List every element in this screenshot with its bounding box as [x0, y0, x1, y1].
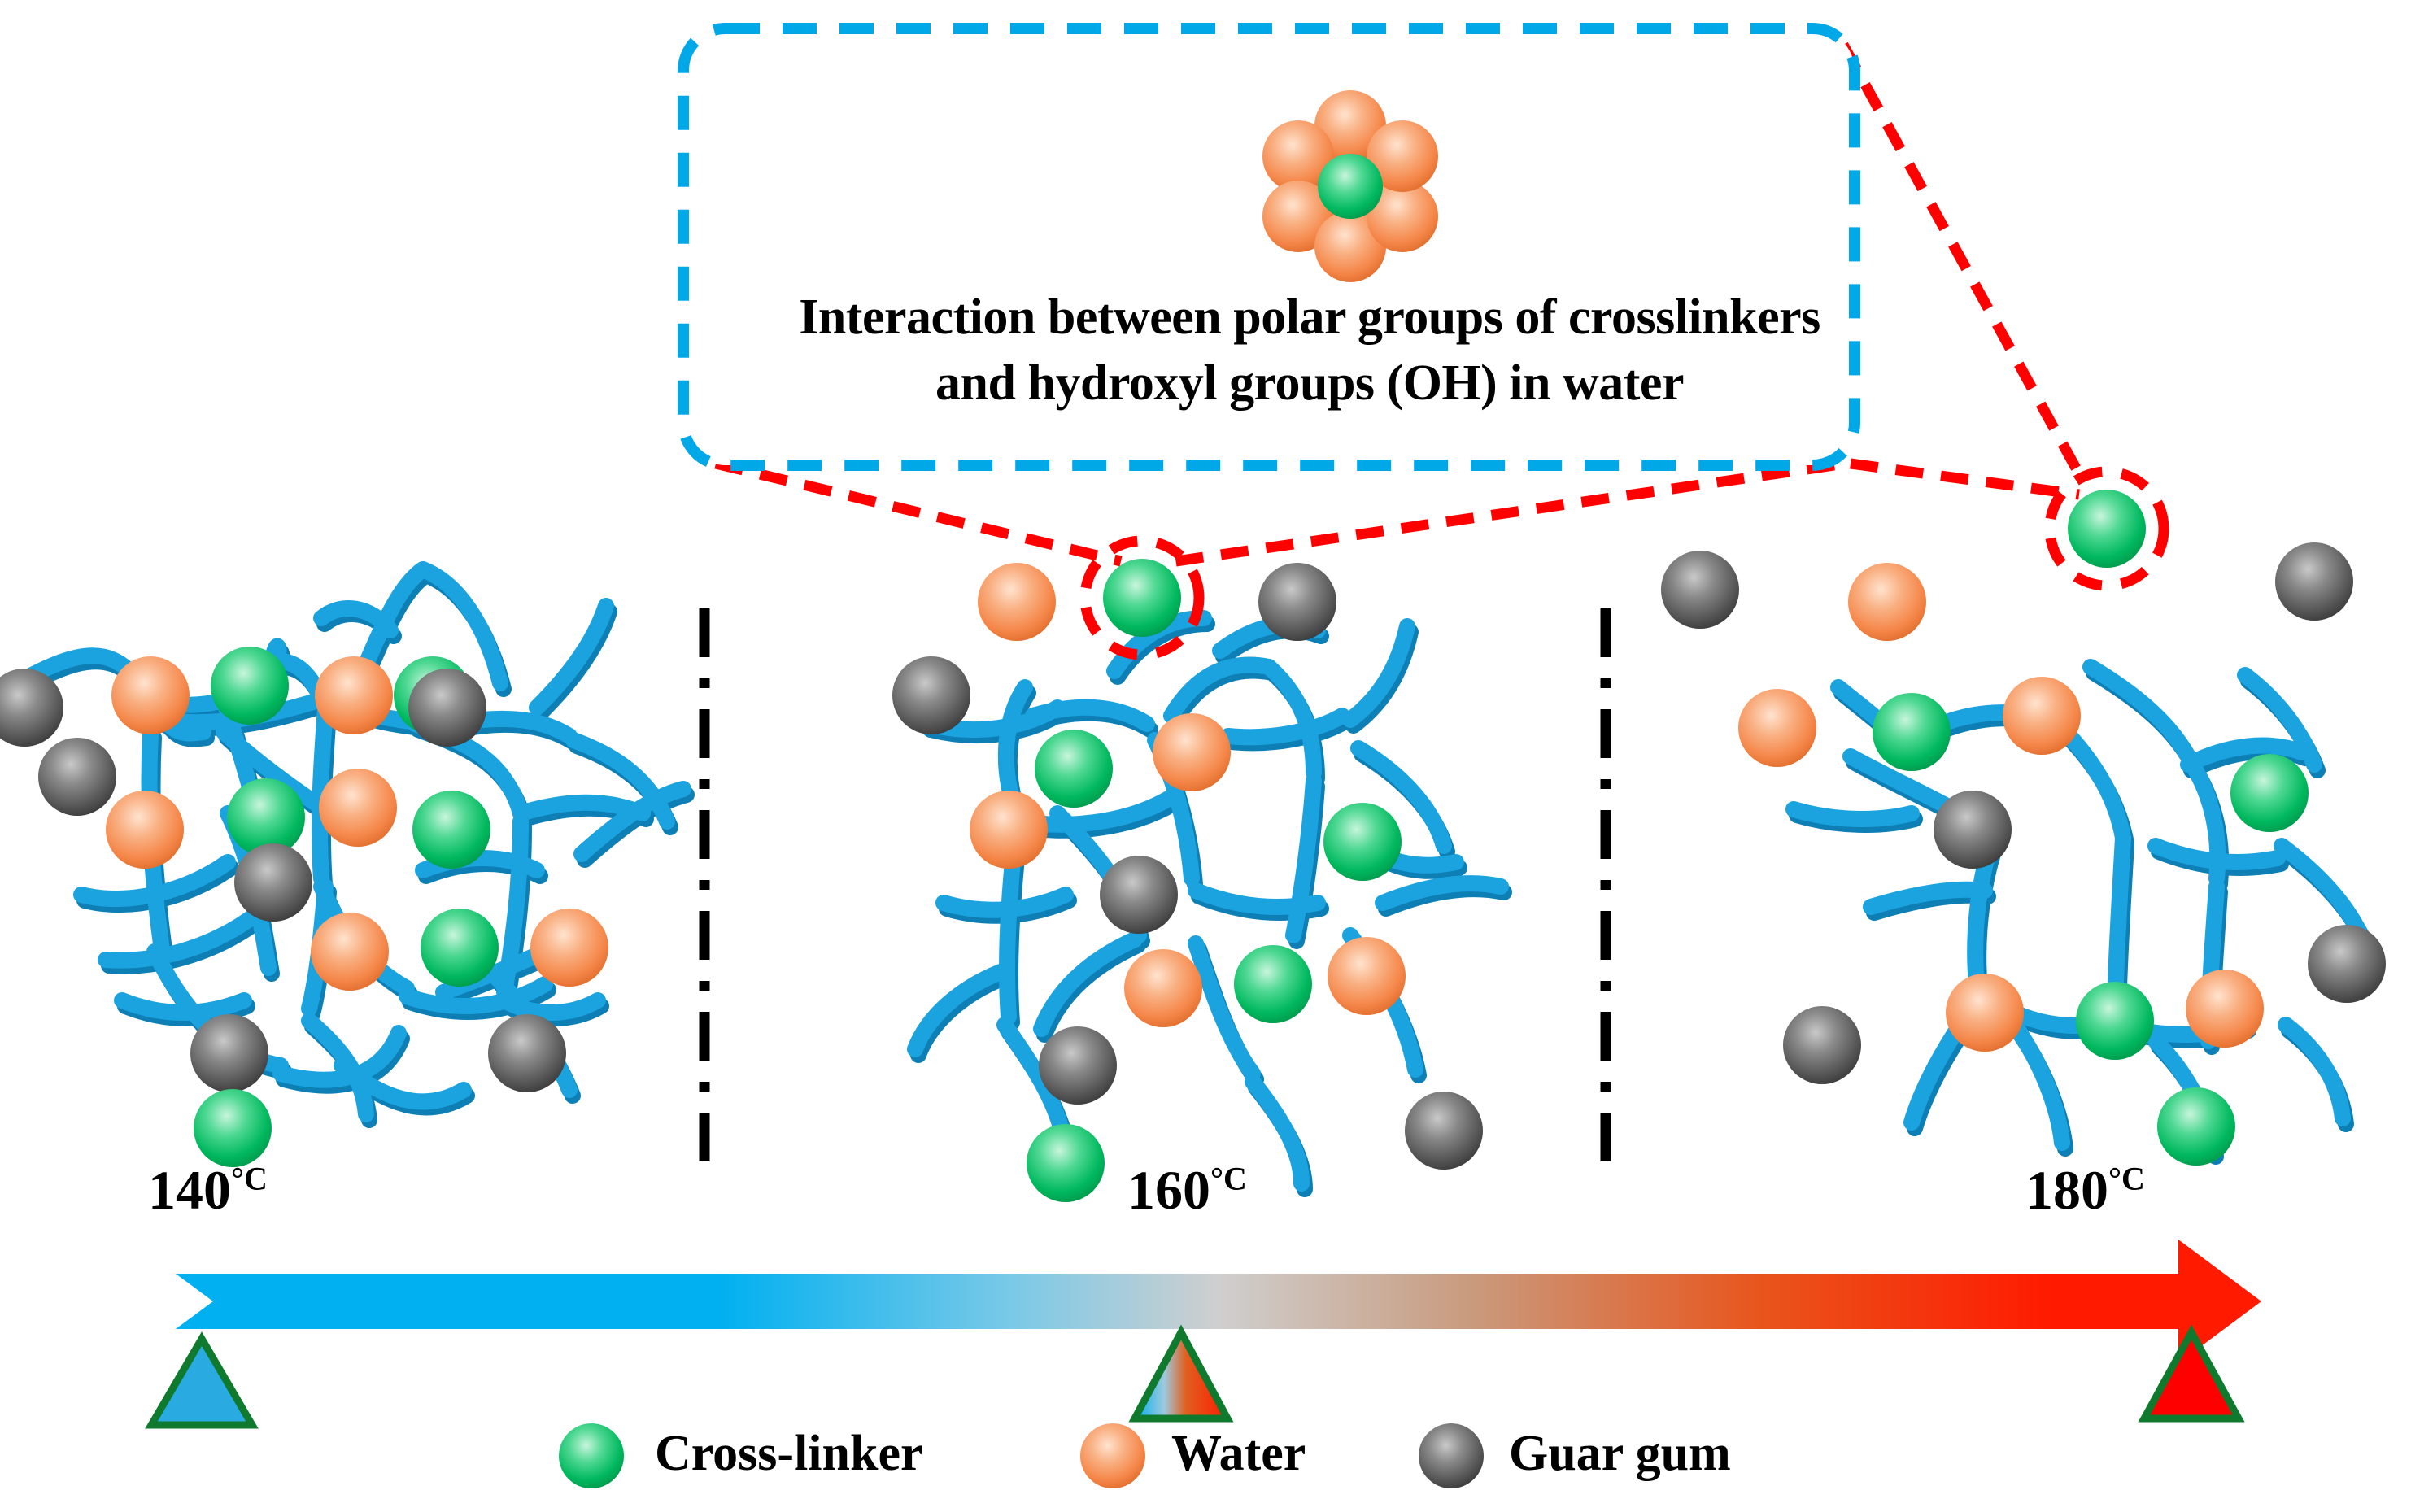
legend-swatches — [559, 1423, 1484, 1488]
legend-swatch-cross-linker — [559, 1423, 624, 1488]
water-particle — [319, 769, 397, 847]
guargum-particle — [1783, 1006, 1861, 1084]
crosslinker-particle — [1318, 154, 1383, 219]
marker-160 — [1128, 1324, 1234, 1423]
crosslinker-particle — [227, 778, 305, 856]
guargum-particle — [1405, 1092, 1483, 1170]
guargum-particle — [1661, 551, 1739, 629]
water-particle — [1124, 949, 1202, 1027]
water-particle — [2186, 970, 2264, 1048]
crosslinker-particle — [194, 1089, 272, 1167]
callout-leader-lines — [714, 41, 2087, 569]
panel-180-particles — [1661, 490, 2386, 1166]
crosslinker-particle — [1027, 1124, 1105, 1202]
highlight-circles — [1079, 466, 2169, 660]
guargum-particle — [0, 669, 63, 747]
panel-180-unit: °C — [2108, 1160, 2145, 1197]
legend-swatch-water — [1080, 1423, 1145, 1488]
crosslinker-particle — [211, 647, 289, 725]
panel-160-network-chains — [907, 610, 1512, 1197]
guargum-particle — [234, 843, 312, 922]
marker-140 — [145, 1331, 259, 1429]
legend-label-cross-linker: Cross-linker — [655, 1426, 923, 1481]
water-particle — [315, 656, 393, 734]
guargum-particle — [2275, 542, 2353, 621]
water-particle — [1262, 181, 1334, 252]
water-particle — [1314, 211, 1386, 282]
hydration-shell-cluster — [1262, 90, 1438, 282]
water-particle — [1848, 563, 1926, 641]
water-particle — [970, 791, 1048, 869]
water-particle — [1946, 974, 2024, 1052]
water-particle — [111, 656, 190, 734]
crosslinker-particle — [2076, 982, 2154, 1060]
crosslinker-particle-highlighted — [1103, 559, 1181, 637]
guargum-particle — [1100, 856, 1178, 934]
marker-180 — [2138, 1324, 2245, 1423]
guargum-particle — [38, 738, 116, 816]
leader-mid — [1164, 460, 1835, 569]
panel-180-temperature: 180 — [2025, 1159, 2108, 1221]
water-particle — [1314, 90, 1386, 162]
crosslinker-particle — [421, 909, 499, 987]
water-particle — [311, 913, 389, 991]
water-particle — [1153, 713, 1231, 791]
water-particle — [1367, 120, 1438, 192]
guargum-particle — [408, 669, 486, 747]
crosslinker-particle — [1234, 945, 1312, 1023]
water-particle — [1738, 689, 1816, 767]
crosslinker-particle-highlighted — [2068, 490, 2146, 568]
guargum-particle — [488, 1014, 566, 1092]
guargum-particle — [892, 656, 970, 734]
crosslinker-particle — [2230, 754, 2309, 832]
panel-label-160: 160°C — [1127, 1158, 1247, 1222]
callout-description: Interaction between polar groups of cros… — [732, 285, 1887, 416]
temperature-arrow — [176, 1240, 2261, 1363]
water-particle — [978, 563, 1056, 641]
callout-line-1: Interaction between polar groups of cros… — [799, 290, 1820, 345]
water-particle — [530, 909, 608, 987]
highlight-circle-180 — [2044, 466, 2169, 591]
guargum-particle — [1258, 563, 1336, 641]
temperature-markers — [145, 1324, 2245, 1429]
guargum-particle — [2308, 925, 2386, 1003]
water-particle — [1262, 120, 1334, 192]
panel-140-temperature: 140 — [148, 1159, 231, 1221]
panel-140-unit: °C — [231, 1160, 268, 1197]
panel-160-particles — [892, 559, 1483, 1202]
guargum-particle — [1934, 791, 2012, 869]
water-particle — [1328, 937, 1406, 1015]
water-particle — [106, 791, 184, 869]
panel-140-particles — [0, 647, 608, 1167]
crosslinker-particle — [1323, 803, 1402, 881]
water-particle — [1367, 181, 1438, 252]
leader-right-diagonal — [1838, 41, 2087, 483]
crosslinker-particle — [2157, 1087, 2235, 1166]
panel-label-140: 140°C — [148, 1158, 268, 1222]
legend-label-guar-gum: Guar gum — [1509, 1426, 1731, 1481]
legend-label-water: Water — [1171, 1426, 1306, 1481]
callout-line-2: and hydroxyl groups (OH) in water — [935, 355, 1684, 411]
leader-right-upper — [1850, 458, 2080, 500]
panel-160-temperature: 160 — [1127, 1159, 1210, 1221]
water-particle — [2003, 677, 2081, 755]
callout-box — [678, 23, 1860, 471]
crosslinker-particle — [1035, 730, 1113, 808]
legend-swatch-guar-gum — [1419, 1423, 1484, 1488]
panel-label-180: 180°C — [2025, 1158, 2145, 1222]
leader-left — [714, 458, 1123, 567]
guargum-particle — [190, 1014, 268, 1092]
panel-divider — [699, 608, 1611, 1167]
panel-160-unit: °C — [1210, 1160, 1247, 1197]
highlight-circle-160 — [1079, 535, 1205, 660]
crosslinker-particle — [1873, 693, 1951, 771]
crosslinker-particle — [412, 791, 490, 869]
guargum-particle — [1039, 1026, 1117, 1105]
